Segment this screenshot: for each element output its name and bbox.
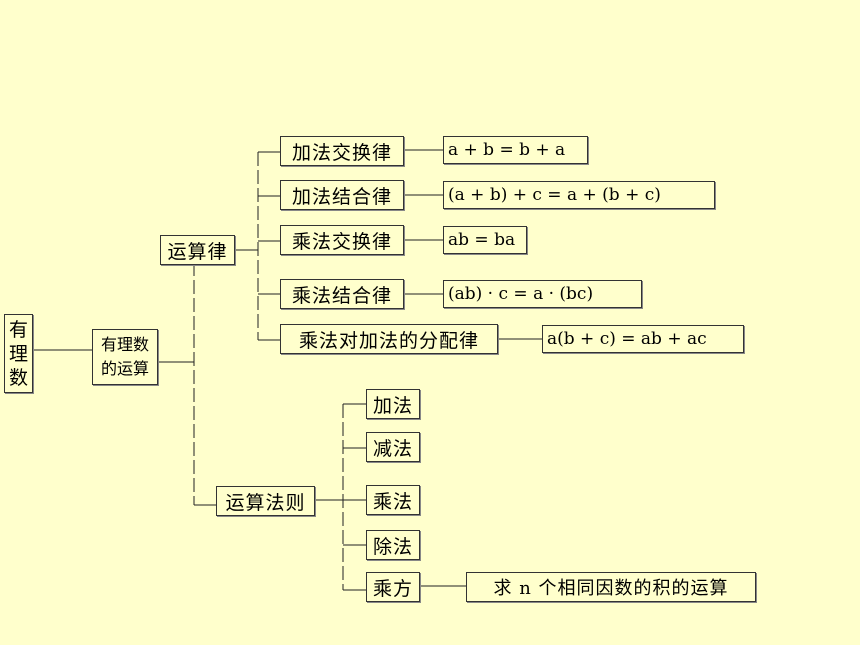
law-node: 加法结合律 [280, 180, 404, 210]
formula-node: (a + b) + c = a + (b + c) [443, 181, 715, 209]
rule-node: 乘法 [366, 485, 420, 515]
formula-node: a + b = b + a [443, 136, 588, 164]
root-char: 数 [8, 366, 28, 389]
formula-node: ab = ba [443, 226, 527, 254]
rule-node: 加法 [366, 389, 420, 419]
formula-node: a(b + c) = ab + ac [542, 325, 744, 353]
rule-node: 乘方 [366, 572, 420, 602]
root-char: 有 [8, 318, 28, 341]
ops-line2: 的运算 [100, 359, 149, 378]
formula-node: (ab) · c = a · (bc) [443, 280, 642, 308]
law-node: 乘法结合律 [280, 279, 404, 309]
root-char: 理 [8, 342, 28, 365]
law-node: 乘法对加法的分配律 [280, 324, 498, 354]
rule-node: 除法 [366, 530, 420, 560]
rules-title-node: 运算法则 [216, 486, 315, 516]
laws-title-node: 运算律 [160, 235, 235, 265]
ops-line1: 有理数 [100, 335, 149, 354]
ops-node: 有理数 的运算 [92, 329, 158, 385]
rule-node: 减法 [366, 432, 420, 462]
root-node: 有 理 数 [4, 314, 33, 393]
power-desc-node: 求 n 个相同因数的积的运算 [466, 572, 756, 602]
law-node: 乘法交换律 [280, 225, 404, 255]
law-node: 加法交换律 [280, 136, 404, 166]
